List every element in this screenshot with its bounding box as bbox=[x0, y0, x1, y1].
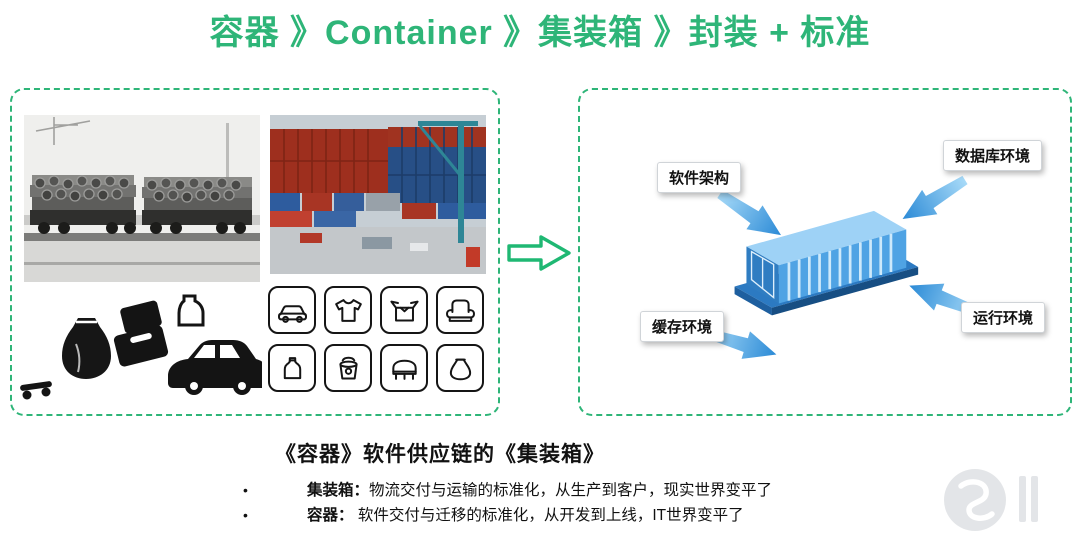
arrow-database-env bbox=[894, 167, 973, 232]
label-runtime-env: 运行环境 bbox=[961, 302, 1046, 333]
car-icon bbox=[268, 286, 316, 334]
page-title: 容器 》Container 》集装箱 》封装 + 标准 bbox=[209, 14, 871, 52]
label-database-env: 数据库环境 bbox=[943, 140, 1043, 171]
sack-icon bbox=[62, 318, 111, 379]
caption-title: 《容器》软件供应链的《集装箱》 bbox=[275, 443, 605, 466]
train-with-logs-photo bbox=[24, 115, 260, 282]
jug-icon bbox=[177, 294, 205, 327]
container-port-photo bbox=[270, 115, 486, 274]
physical-world-panel bbox=[10, 88, 500, 416]
sack-outline-icon bbox=[436, 344, 484, 392]
container-diagram bbox=[701, 167, 984, 369]
bullet-item-software-container: • 容器： 软件交付与迁移的标准化，从开发到上线，IT世界变平了 bbox=[243, 503, 963, 528]
label-software-architecture: 软件架构 bbox=[657, 162, 742, 193]
open-box-icon bbox=[380, 286, 428, 334]
transform-arrow-icon bbox=[506, 232, 572, 274]
train-photo-illustration bbox=[24, 115, 260, 282]
software-container-panel: 软件架构 数据库环境 缓存环境 运行环境 bbox=[578, 88, 1072, 416]
piano-icon bbox=[380, 344, 428, 392]
jug-icon bbox=[268, 344, 316, 392]
bullet-dot: • bbox=[243, 507, 248, 523]
goods-icon-grid bbox=[268, 286, 486, 392]
hand-truck-icon bbox=[20, 381, 52, 400]
shipping-container-isometric bbox=[734, 210, 919, 316]
armchair-icon bbox=[436, 286, 484, 334]
green-block-arrow bbox=[507, 235, 571, 271]
bullet-term: 容器： bbox=[307, 507, 354, 524]
bullet-body: 物流交付与运输的标准化，从生产到客户，现实世界变平了 bbox=[369, 482, 773, 499]
car-silhouette-icon bbox=[168, 340, 262, 395]
boxes-icon bbox=[113, 300, 169, 367]
bullet-dot: • bbox=[243, 482, 248, 498]
paint-bucket-icon bbox=[324, 344, 372, 392]
tshirt-icon bbox=[324, 286, 372, 334]
bullet-body: 软件交付与迁移的标准化，从开发到上线，IT世界变平了 bbox=[353, 507, 744, 524]
bullet-text: 容器： 软件交付与迁移的标准化，从开发到上线，IT世界变平了 bbox=[307, 503, 744, 528]
label-cache-env: 缓存环境 bbox=[640, 311, 725, 342]
bullet-text: 集装箱：物流交付与运输的标准化，从生产到客户，现实世界变平了 bbox=[307, 478, 772, 503]
port-photo-illustration bbox=[270, 115, 486, 274]
bullet-term: 集装箱： bbox=[307, 482, 370, 499]
bullet-list: • 集装箱：物流交付与运输的标准化，从生产到客户，现实世界变平了 • 容器： 软… bbox=[243, 478, 963, 528]
goods-cluster-illustration bbox=[20, 294, 262, 400]
goods-icons-cluster bbox=[18, 288, 262, 406]
bullet-item-container-ship: • 集装箱：物流交付与运输的标准化，从生产到客户，现实世界变平了 bbox=[243, 478, 963, 503]
